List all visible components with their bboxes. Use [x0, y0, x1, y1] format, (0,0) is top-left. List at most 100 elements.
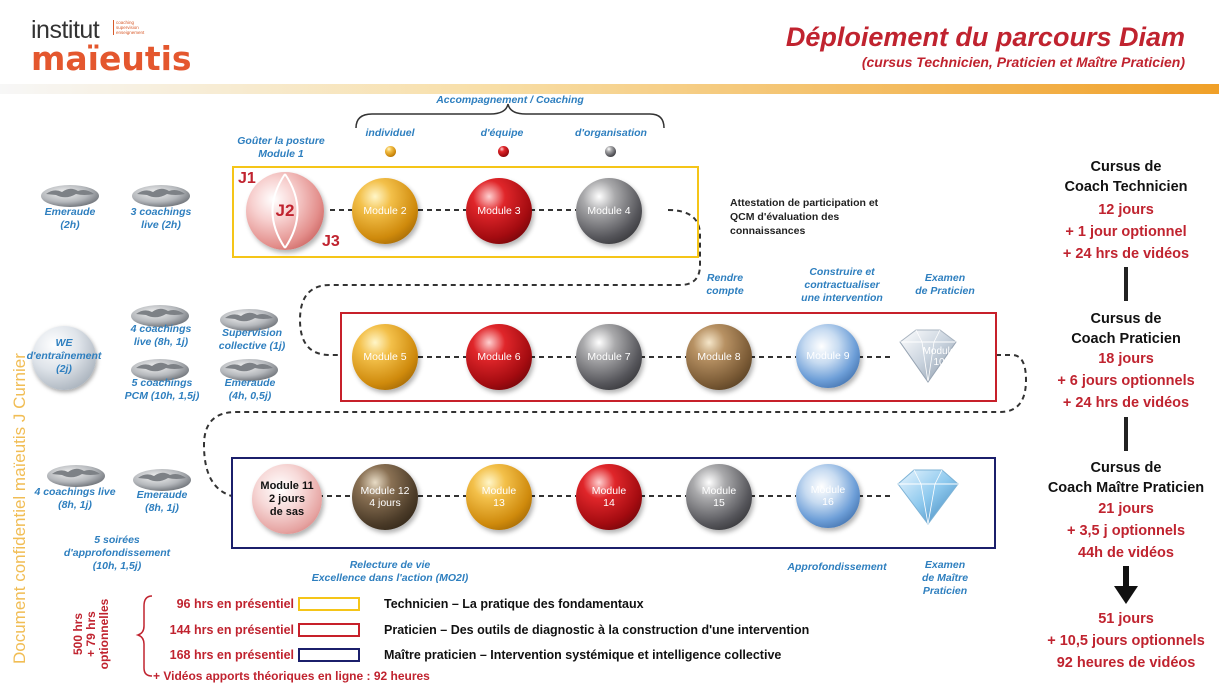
row1-left-label-1-line2: (2h)	[60, 219, 80, 231]
logo-tagline: coaching supervision enseignement	[113, 20, 153, 35]
cursus2-title-line1: Cursus de	[1090, 311, 1162, 327]
module11-label: Module 11 2 jours de sas	[260, 479, 314, 518]
total-line: + 10,5 jours optionnels	[1047, 633, 1205, 649]
legend-videos: + Vidéos apports théoriques en ligne : 9…	[153, 669, 430, 683]
rendre-line1: Rendre	[706, 272, 744, 284]
row1-left-label-1: Emeraude (2h)	[25, 206, 115, 232]
cursus1-line: 12 jours	[1098, 202, 1154, 218]
examen-line2: de Praticien	[915, 285, 975, 297]
row3-left-2-line2: (8h, 1j)	[145, 502, 179, 514]
row2-left-4-line1: Emeraude	[224, 377, 276, 389]
cursus3-line: + 3,5 j optionnels	[1066, 523, 1186, 539]
individuel-label: individuel	[365, 127, 415, 139]
module6-sphere[interactable]: Module 6	[466, 324, 532, 390]
globe-icon	[132, 185, 190, 207]
module1-sphere[interactable]: J2	[246, 172, 324, 250]
module16-sphere[interactable]: Module 16	[796, 464, 860, 528]
legend-hours-2: 144 hrs en présentiel	[169, 623, 294, 637]
module9-sphere[interactable]: Module 9	[796, 324, 860, 388]
module14-label: Module 14	[591, 485, 627, 509]
module15-sphere[interactable]: Module 15	[686, 464, 752, 530]
cursus-technicien-title: Cursus de Coach Technicien	[1036, 157, 1216, 197]
module3-sphere[interactable]: Module 3	[466, 178, 532, 244]
module12-label: Module 12 4 jours	[360, 485, 410, 509]
legend-total-a: 500 hrs + 79 hrs optionnelles	[71, 598, 111, 670]
j1-label: J1	[238, 170, 256, 187]
module15-label: Module 15	[701, 485, 737, 509]
module6-label: Module 6	[477, 351, 521, 363]
cursus1-line: + 24 hrs de vidéos	[1062, 246, 1190, 262]
grey-mini-sphere	[605, 146, 616, 157]
module2-sphere[interactable]: Module 2	[352, 178, 418, 244]
row3-left-3-line1: 5 soirées	[94, 534, 140, 546]
cursus-separator	[1124, 267, 1128, 301]
row3-left-label-2: Emeraude (8h, 1j)	[118, 489, 206, 515]
globe-icon	[47, 465, 105, 487]
blue-diamond-icon[interactable]	[888, 468, 968, 526]
cursus-separator	[1124, 417, 1128, 451]
cursus1-title-line1: Cursus de	[1090, 159, 1162, 175]
legend-box-praticien	[298, 623, 360, 637]
examen-maitre-line1: Examen	[924, 559, 966, 571]
rendre-compte-label: Rendre compte	[690, 272, 760, 298]
diamond-icon[interactable]	[888, 328, 968, 384]
module14-sphere[interactable]: Module 14	[576, 464, 642, 530]
cursus1-line: + 1 jour optionnel	[1065, 224, 1187, 240]
legend-label-1: Technicien – La pratique des fondamentau…	[384, 597, 644, 611]
module9-label: Module 9	[806, 350, 850, 362]
construire-line2: contractualiser	[804, 279, 880, 291]
relecture-line2: Excellence dans l'action (MO2I)	[311, 572, 469, 584]
total-line3: optionnelles	[97, 598, 111, 670]
page-subtitle: (cursus Technicien, Praticien et Maître …	[861, 54, 1185, 70]
we-line1: WE	[55, 337, 73, 349]
we-entrainement-label: WE d'entraînement (2j)	[22, 337, 106, 376]
row3-left-3-line2: d'approfondissement	[63, 547, 171, 559]
module1-arcs	[271, 173, 299, 249]
cursus1-title-line2: Coach Technicien	[1064, 179, 1188, 195]
row1-left-label-2: 3 coachings live (2h)	[116, 206, 206, 232]
module8-label: Module 8	[697, 351, 741, 363]
module16-label: Module 16	[810, 484, 846, 508]
examen-maitre-label: Examen de Maître Praticien	[900, 559, 990, 598]
attestation-line1: Attestation de participation et	[730, 197, 879, 209]
relecture-label: Relecture de vie Excellence dans l'actio…	[290, 559, 490, 585]
we-line2: d'entraînement	[26, 350, 102, 362]
relecture-line1: Relecture de vie	[349, 559, 431, 571]
row2-left-label-3: 5 coachings PCM (10h, 1,5j)	[110, 377, 214, 403]
cursus2-line: 18 jours	[1098, 351, 1154, 367]
row2-left-1-line2: live (8h, 1j)	[133, 336, 189, 348]
logo-main-text: maïeutis	[31, 39, 192, 78]
module12-sphere[interactable]: Module 12 4 jours	[352, 464, 418, 530]
cursus3-line: 21 jours	[1098, 501, 1154, 517]
module5-sphere[interactable]: Module 5	[352, 324, 418, 390]
module8-sphere[interactable]: Module 8	[686, 324, 752, 390]
row2-left-2-line1: Supervision	[221, 327, 283, 339]
legend-hours-3: 168 hrs en présentiel	[169, 648, 294, 662]
gouter-posture-label: Goûter la posture Module 1	[226, 135, 336, 161]
row2-left-2-line2: collective (1j)	[218, 340, 286, 352]
module4-label: Module 4	[587, 205, 631, 217]
row3-left-2-line1: Emeraude	[136, 489, 188, 501]
module4-sphere[interactable]: Module 4	[576, 178, 642, 244]
header-band	[0, 84, 1219, 94]
row2-left-label-2: Supervision collective (1j)	[204, 327, 300, 353]
module13-sphere[interactable]: Module 13	[466, 464, 532, 530]
globe-icon	[220, 309, 278, 331]
legend-box-technicien	[298, 597, 360, 611]
module11-sphere[interactable]: Module 11 2 jours de sas	[252, 464, 322, 534]
module7-label: Module 7	[587, 351, 631, 363]
row3-left-3-line3: (10h, 1,5j)	[92, 560, 142, 572]
row2-left-1-line1: 4 coachings	[130, 323, 192, 335]
row2-left-3-line2: PCM (10h, 1,5j)	[124, 390, 200, 402]
cursus3-line: 44h de vidéos	[1078, 545, 1174, 561]
attestation-line2: QCM d'évaluation des	[730, 211, 840, 223]
gold-mini-sphere	[385, 146, 396, 157]
row3-left-label-1: 4 coachings live (8h, 1j)	[26, 486, 124, 512]
cursus-maitre-title: Cursus de Coach Maître Praticien	[1028, 458, 1219, 498]
gouter-line: Goûter la posture	[237, 135, 325, 147]
module7-sphere[interactable]: Module 7	[576, 324, 642, 390]
examen-maitre-line3: Praticien	[922, 585, 968, 597]
legend-total: 500 hrs + 79 hrs optionnelles	[62, 598, 132, 672]
row3-left-1-line2: (8h, 1j)	[58, 499, 92, 511]
